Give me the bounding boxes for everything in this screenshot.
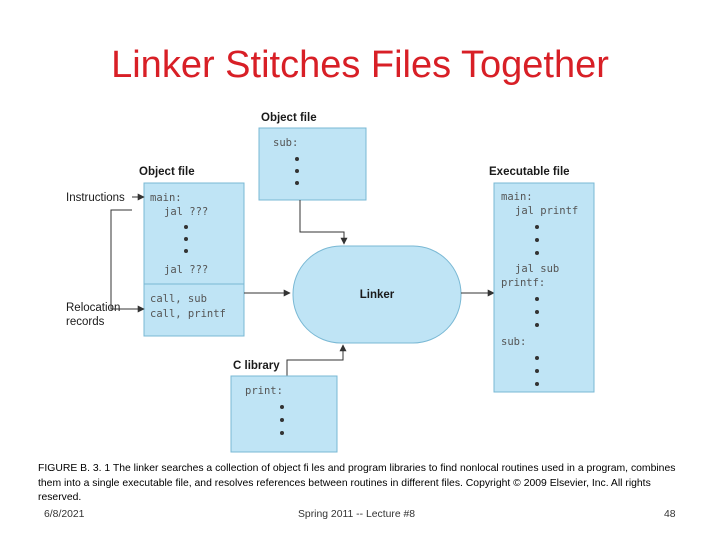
footer-date: 6/8/2021 [44,509,85,520]
reloc-entry-2: call, printf [150,308,226,320]
instructions-box [143,182,245,285]
object-file-top: Object file sub: [258,112,367,201]
exe-main: main: [501,191,533,203]
executable-heading: Executable file [489,166,570,178]
c-library-code: print: [245,385,283,397]
slide-title: Linker Stitches Files Together [111,44,609,86]
ellipsis-dots [535,297,539,327]
object-file-left-heading: Object file [139,166,195,178]
relocation-to-instructions-bracket [110,209,144,310]
relocation-box [143,283,245,337]
ellipsis-dots [535,225,539,255]
instructions-label: Instructions [66,192,125,204]
exe-sub: sub: [501,336,526,348]
linker-shape [292,245,462,344]
exe-printf: printf: [501,277,545,289]
ellipsis-dots [295,157,299,185]
c-library: C library print: [230,360,338,453]
object-file-left: Object file Instructions Relocation reco… [66,166,245,337]
linker-label: Linker [360,289,395,301]
c-library-heading: C library [233,360,280,372]
instr-jal-1: jal ??? [164,206,208,218]
object-file-top-heading: Object file [261,112,317,124]
executable-box [493,182,595,393]
instr-main: main: [150,192,182,204]
instr-jal-2: jal ??? [164,264,208,276]
ellipsis-dots [184,225,188,253]
relocation-label: Relocation [66,302,120,314]
ellipsis-dots [535,356,539,386]
footer-page-number: 48 [664,509,676,520]
records-label: records [66,316,105,328]
c-library-box [230,375,338,453]
exe-jal-printf: jal printf [515,205,578,217]
arrow-library-to-linker [286,344,347,376]
object-file-top-box [258,127,367,201]
reloc-entry-1: call, sub [150,293,207,305]
arrow-top-object-to-linker [299,200,348,245]
figure-caption: FIGURE B. 3. 1 The linker searches a col… [38,463,676,503]
ellipsis-dots [280,405,284,435]
executable-file: Executable file main: jal printf jal sub… [489,166,595,393]
footer-course: Spring 2011 -- Lecture #8 [298,509,416,520]
linker: Linker [292,245,462,344]
exe-jal-sub: jal sub [515,263,559,275]
object-file-top-code: sub: [273,137,298,149]
